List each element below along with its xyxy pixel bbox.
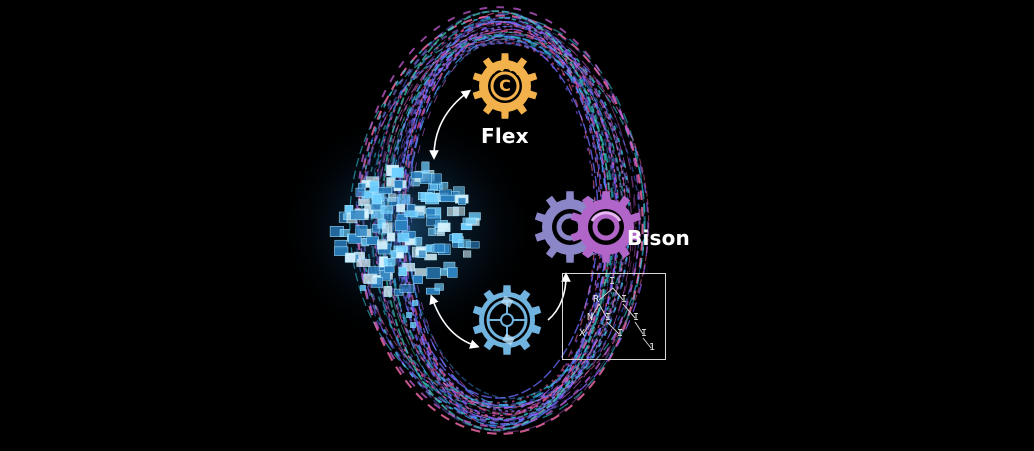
- tree-node: I: [633, 312, 640, 323]
- token-cube: [368, 266, 380, 275]
- token-cube: [463, 250, 472, 258]
- token-cube: [350, 209, 365, 220]
- token-cube: [404, 210, 418, 218]
- token-cube: [339, 229, 350, 237]
- token-cube: [406, 312, 412, 318]
- parse-tree-icon: I R I N I I I X I 1: [562, 273, 666, 360]
- token-cube: [410, 322, 416, 328]
- token-cube: [377, 239, 388, 250]
- token-cube: [462, 217, 477, 225]
- token-cube: [387, 232, 396, 242]
- token-cube: [348, 233, 362, 244]
- token-cube: [414, 236, 423, 246]
- flex-gear-icon: C: [472, 53, 538, 119]
- tree-node: I: [641, 328, 648, 339]
- token-cube: [447, 267, 458, 278]
- tree-node: R: [593, 294, 600, 305]
- token-cube: [383, 286, 392, 297]
- tree-node: I: [621, 294, 628, 305]
- token-cube: [410, 171, 423, 179]
- token-cube: [434, 283, 444, 291]
- token-cube: [412, 300, 418, 306]
- token-cube: [425, 193, 440, 205]
- token-cube: [345, 252, 356, 263]
- token-cube: [397, 245, 407, 253]
- arrow-gear-to-tree: [547, 272, 571, 321]
- token-cube: [440, 194, 455, 203]
- token-cube: [380, 205, 393, 214]
- token-cube: [424, 253, 437, 261]
- token-cube: [414, 268, 428, 277]
- bison-gear-icon: [534, 191, 642, 263]
- token-cube: [430, 183, 438, 191]
- token-cube: [418, 250, 427, 258]
- token-cube: [426, 214, 441, 227]
- tree-node: 1: [649, 342, 656, 353]
- parse-tree-edges: [582, 287, 652, 349]
- token-cube: [396, 204, 405, 213]
- bison-label: Bison: [627, 226, 690, 250]
- token-cube: [426, 267, 441, 279]
- token-cube: [458, 197, 466, 205]
- token-cube: [366, 236, 379, 245]
- arrow-cubes-to-gear: [429, 294, 480, 349]
- stream-strand: [359, 33, 649, 420]
- token-cube: [358, 198, 370, 206]
- token-cube: [360, 285, 366, 291]
- svg-text:C: C: [499, 76, 511, 95]
- token-cube: [391, 167, 404, 178]
- token-cube: [421, 161, 430, 174]
- token-cube: [439, 181, 449, 189]
- token-cube: [355, 225, 368, 237]
- token-cube: [363, 273, 377, 284]
- tree-node: I: [609, 276, 616, 287]
- token-cube: [397, 194, 411, 205]
- flow-arrows: [429, 89, 571, 349]
- token-cube: [433, 243, 446, 253]
- token-cube: [453, 206, 466, 216]
- arrow-flex-to-cubes: [429, 89, 472, 160]
- flex-label: Flex: [481, 124, 529, 148]
- token-cube: [426, 287, 440, 295]
- cube-glow: [278, 108, 538, 348]
- token-cube: [356, 259, 371, 267]
- token-cube: [398, 266, 407, 277]
- token-cube: [382, 222, 393, 234]
- tree-node: I: [605, 312, 612, 323]
- token-cube: [369, 180, 380, 193]
- token-cube: [451, 233, 463, 243]
- token-cube: [399, 284, 415, 293]
- token-cube: [457, 239, 471, 248]
- token-cube: [378, 186, 392, 194]
- tree-node: N: [587, 312, 594, 323]
- token-cube: [397, 232, 410, 242]
- token-cube: [412, 275, 423, 284]
- token-cube: [372, 194, 382, 205]
- parser-gear-icon: [472, 285, 542, 355]
- token-cube: [437, 222, 451, 232]
- token-cube: [394, 220, 408, 232]
- token-cube-cluster: [329, 161, 481, 328]
- token-cube: [383, 257, 396, 266]
- token-cube: [428, 227, 436, 236]
- token-cube: [394, 180, 403, 189]
- token-cube: [355, 187, 365, 197]
- token-cube: [334, 246, 349, 256]
- tree-node: I: [617, 328, 624, 339]
- stream-strand: [371, 16, 646, 426]
- tree-node: X: [579, 328, 586, 339]
- token-cube: [384, 265, 395, 273]
- token-cube: [388, 193, 397, 202]
